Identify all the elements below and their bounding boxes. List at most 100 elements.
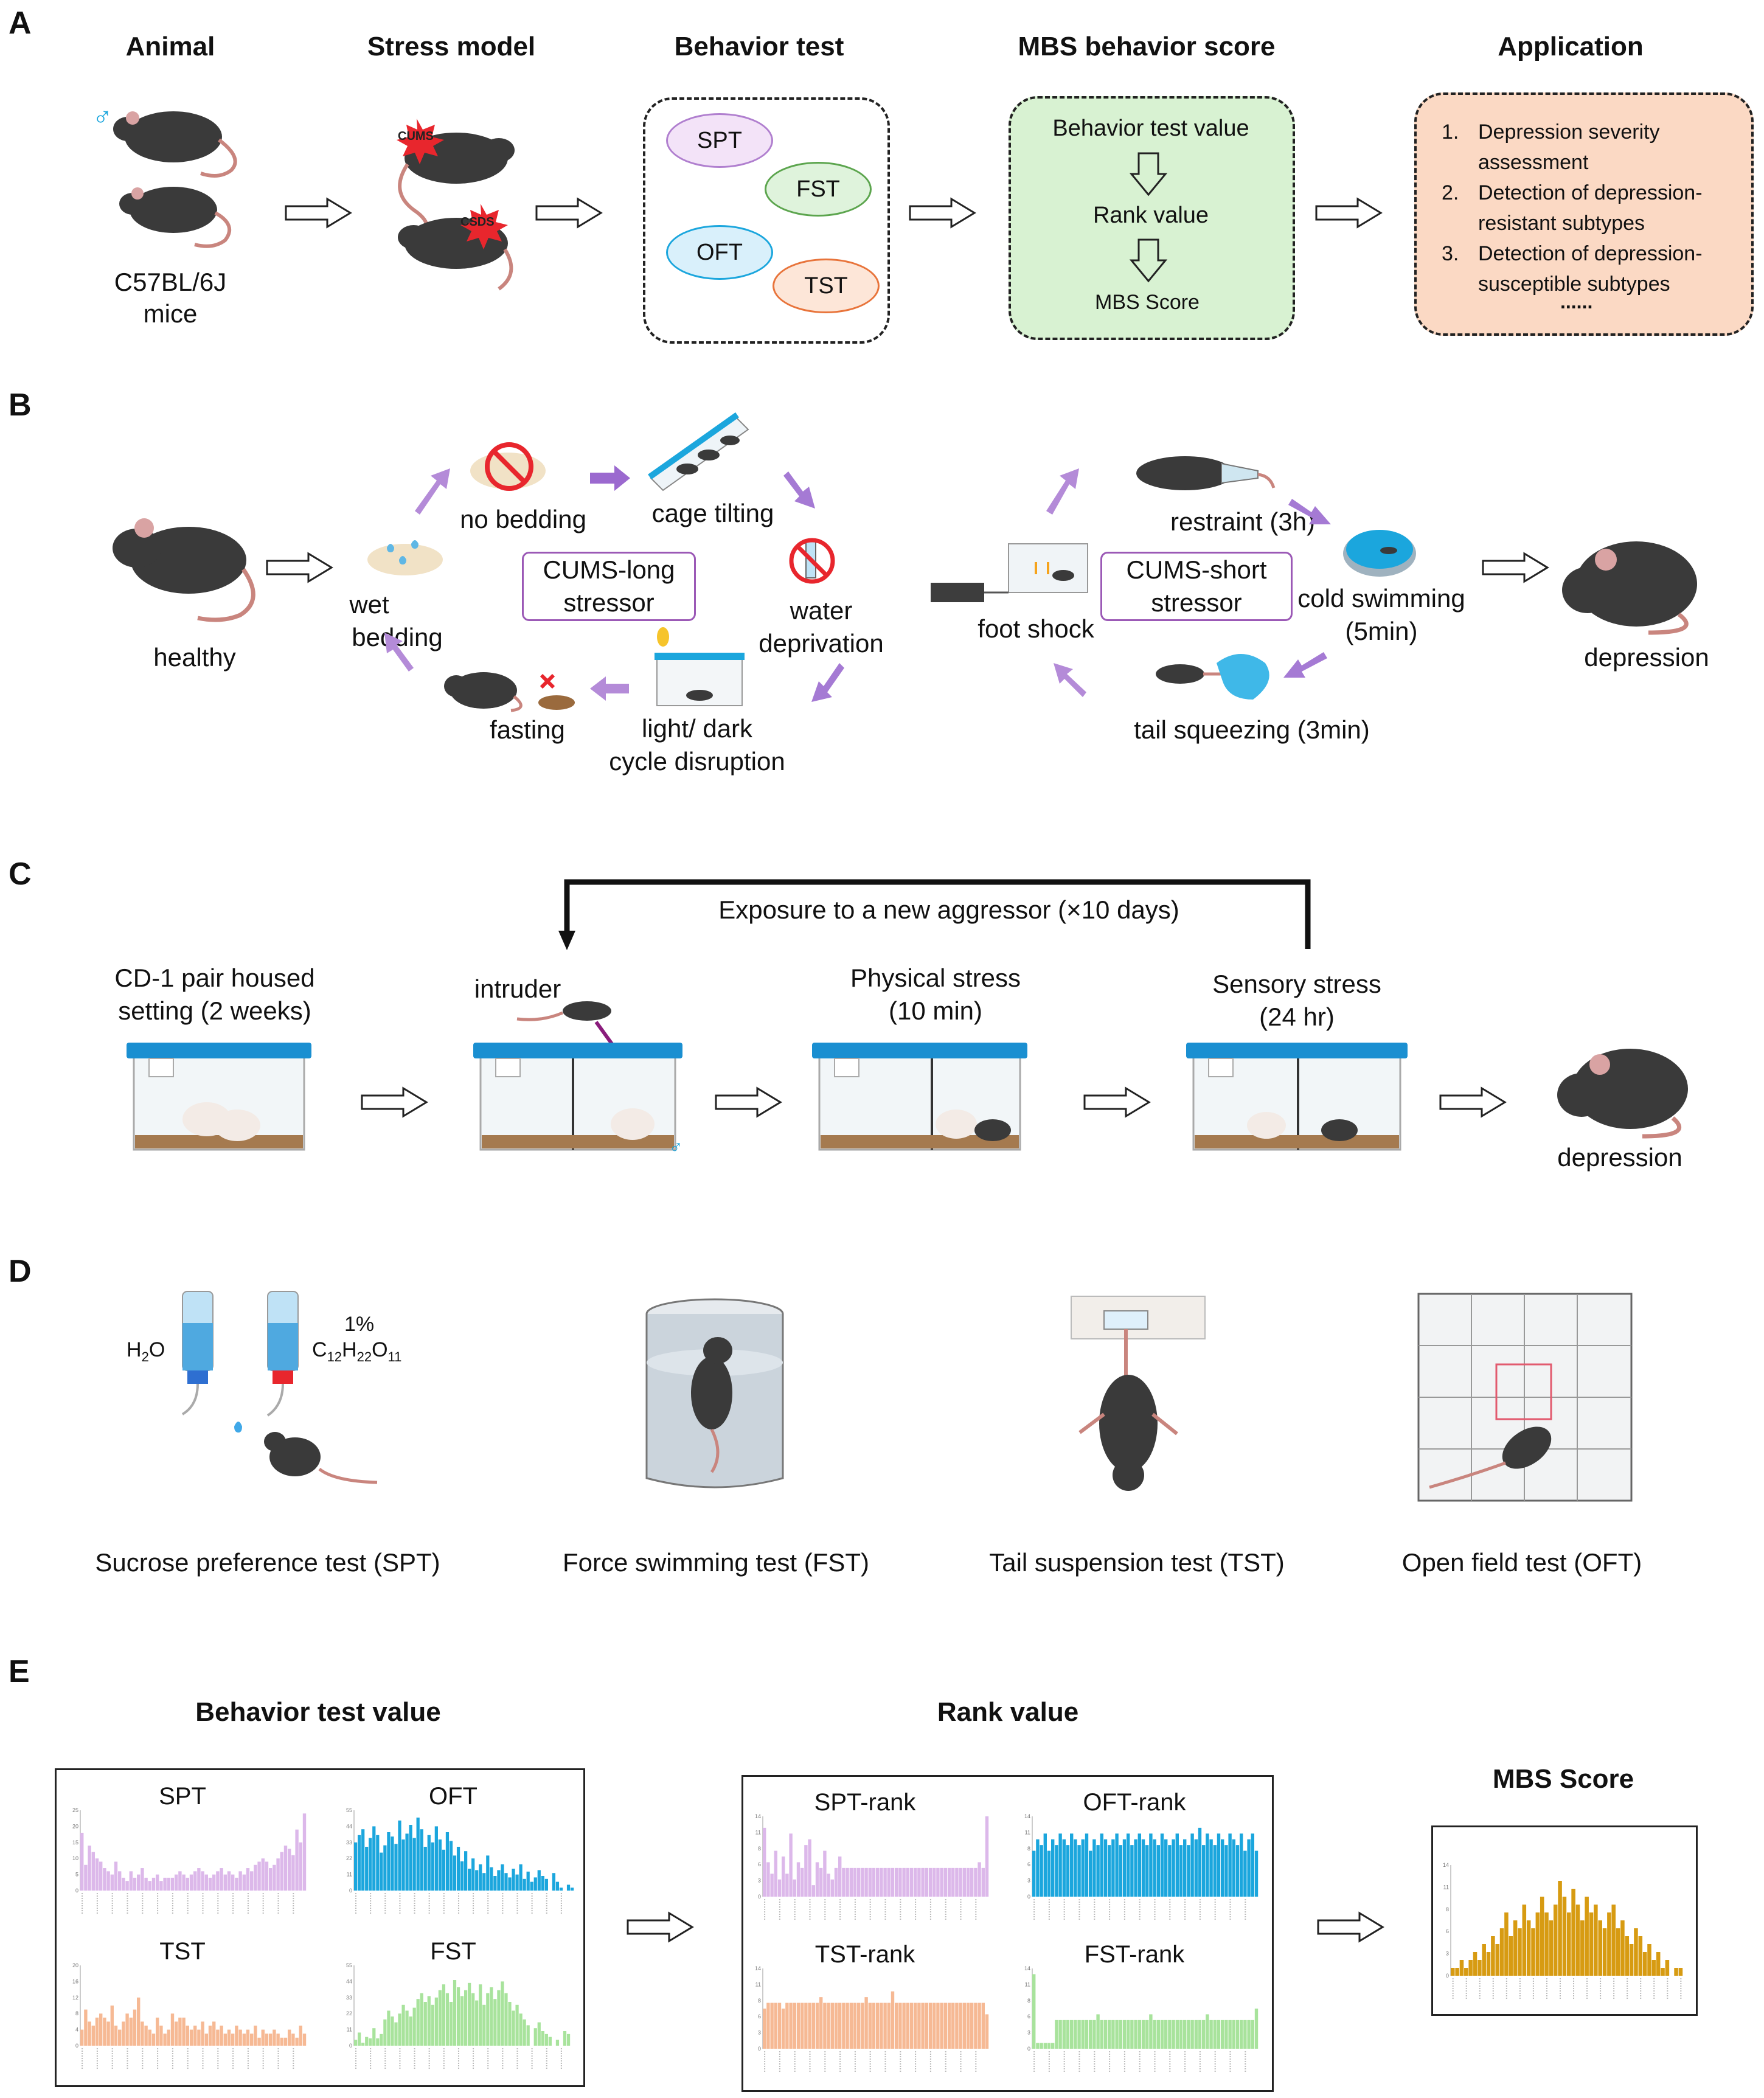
open-field-icon xyxy=(1417,1293,1633,1502)
oft-rank-bar xyxy=(1062,1839,1066,1897)
tst-bar xyxy=(122,2021,125,2046)
oft-bar xyxy=(530,1881,533,1891)
fst-bar xyxy=(361,2043,365,2046)
application-ellipsis: ...... xyxy=(1560,291,1593,313)
spt-rank-bar xyxy=(909,1867,914,1897)
oft-bar xyxy=(358,1835,361,1891)
oft-bar xyxy=(380,1852,383,1891)
tst-bar xyxy=(216,2029,220,2046)
mbs-score-bar xyxy=(1535,1912,1540,1976)
tst-bar xyxy=(204,2034,208,2046)
tst-bar xyxy=(291,2034,295,2046)
oft-bar xyxy=(449,1841,453,1891)
spt-bar xyxy=(99,1861,103,1891)
oft-bar xyxy=(493,1876,497,1891)
oft-bar xyxy=(555,1881,560,1891)
y-tick-label: 33 xyxy=(346,1995,352,2001)
tst-rank-bar xyxy=(830,2002,834,2049)
spt-rank-bar xyxy=(977,1862,981,1897)
tst-bar xyxy=(227,2029,231,2046)
fst-rank-bar xyxy=(1160,2020,1164,2049)
h2o-label: H2O xyxy=(127,1338,165,1364)
fst-rank-bar xyxy=(1221,2020,1224,2049)
stage1-line1: CD-1 pair housed xyxy=(114,964,315,992)
application-num-1: 1. xyxy=(1442,120,1459,144)
mbs-score-bar xyxy=(1629,1944,1634,1976)
fst-rank-bar xyxy=(1062,2020,1066,2049)
fst-rank-bar xyxy=(1228,2020,1232,2049)
tst-bar xyxy=(257,2037,261,2046)
spt-bar xyxy=(246,1868,250,1891)
tst-rank-bar xyxy=(842,2002,846,2049)
tst-bar xyxy=(133,2009,137,2046)
male-symbol: ♂ xyxy=(92,102,113,132)
y-tick-label: 0 xyxy=(758,2046,761,2052)
oft-bar xyxy=(504,1873,508,1891)
spt-bar xyxy=(276,1858,280,1891)
fst-rank-bar xyxy=(1081,2020,1085,2049)
tst-rank-bar xyxy=(774,2002,777,2049)
test-tst: TST xyxy=(773,259,880,313)
spt-rank-bar xyxy=(906,1867,909,1897)
spt-bar xyxy=(273,1864,276,1891)
fst-rank-bar xyxy=(1251,2020,1254,2049)
mbs-step-behavior: Behavior test value xyxy=(1052,116,1249,141)
y-tick-label: 10 xyxy=(72,1855,78,1861)
mbs-step-score: MBS Score xyxy=(1095,291,1200,314)
arrow-down-icon xyxy=(1129,152,1168,196)
tst-rank-bar xyxy=(955,2002,959,2049)
oft-bar xyxy=(434,1826,438,1891)
fst-rank-bar xyxy=(1058,2020,1062,2049)
tst-rank-bar xyxy=(838,2002,842,2049)
y-tick-label: 3 xyxy=(1027,1878,1030,1884)
fst-rank-bar xyxy=(1217,2020,1221,2049)
tst-rank-bar xyxy=(876,2002,880,2049)
oft-bar xyxy=(537,1870,541,1891)
spt-bar xyxy=(250,1871,254,1891)
arrow-right-icon xyxy=(1482,552,1549,583)
tst-rank-bar xyxy=(763,2009,766,2049)
y-tick-label: 0 xyxy=(75,2043,78,2049)
arrow-down-icon xyxy=(1129,238,1168,283)
fst-rank-bar xyxy=(1047,2043,1051,2049)
oft-bar xyxy=(519,1864,523,1891)
fst-bar xyxy=(456,1987,460,2046)
oft-rank-bar xyxy=(1092,1839,1096,1897)
oft-bar xyxy=(490,1867,493,1891)
spt-bar xyxy=(106,1871,110,1891)
animal-label-line1: C57BL/6J xyxy=(114,268,227,296)
oft-bar xyxy=(423,1847,427,1891)
spt-bar xyxy=(182,1874,186,1891)
mouse-pair-icon xyxy=(113,111,237,248)
foot-shock-label: foot shock xyxy=(977,614,1094,643)
fst-rank-bar xyxy=(1194,2020,1198,2049)
tst-rank-bar xyxy=(811,2002,815,2049)
spt-bar xyxy=(156,1874,159,1891)
oft-bar xyxy=(394,1844,398,1891)
mbs-score-bar xyxy=(1647,1944,1651,1976)
tst-rank-bar xyxy=(796,2002,800,2049)
y-tick-label: 11 xyxy=(1025,1829,1030,1835)
tst-rank-bar xyxy=(823,2002,827,2049)
oft-bar xyxy=(468,1869,471,1891)
tst-bar xyxy=(110,2006,114,2046)
tst-rank-bar xyxy=(906,2002,909,2049)
spt-bar xyxy=(257,1861,261,1891)
fst-rank-bar xyxy=(1247,2020,1251,2049)
header-rank-value: Rank value xyxy=(937,1697,1079,1727)
spt-bar xyxy=(170,1877,175,1891)
oft-bar xyxy=(479,1864,482,1891)
tst-rank-bar xyxy=(793,2002,796,2049)
y-tick-label: 22 xyxy=(346,1855,352,1861)
cage-tilting-label: cage tilting xyxy=(651,499,774,527)
tst-rank-bar xyxy=(853,2002,857,2049)
oft-rank-bar xyxy=(1100,1833,1103,1897)
spt-bar xyxy=(148,1881,151,1891)
oft-rank-bar xyxy=(1160,1833,1164,1897)
arrow-right-icon xyxy=(1315,197,1383,229)
spt-rank-bar xyxy=(928,1867,932,1897)
tst-bar xyxy=(295,2037,299,2046)
spt-bar xyxy=(159,1881,163,1891)
